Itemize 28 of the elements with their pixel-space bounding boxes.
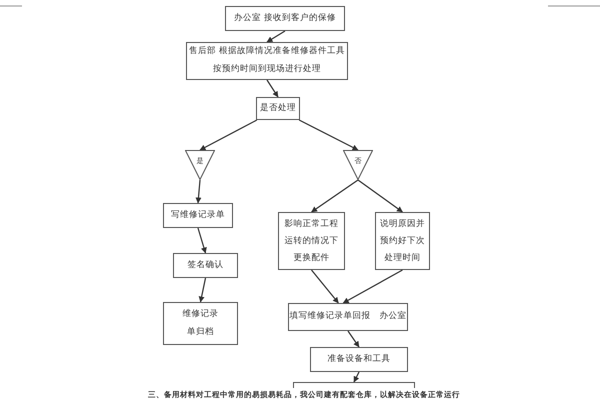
process-box: 维修记录单归档 (163, 302, 238, 345)
arrow (342, 269, 403, 304)
arrow (196, 180, 202, 204)
process-box (293, 382, 415, 388)
box-text: 售后部 根据故障情况准备维修器件工具 (189, 45, 345, 58)
process-box: 影响正常工程运转的情况下更换配件 (278, 212, 345, 270)
box-text: 按预约时间到现场进行处理 (213, 63, 321, 76)
process-box: 签名确认 (173, 253, 238, 278)
process-box: 写维修记录单 (163, 203, 233, 228)
arrow (200, 119, 258, 151)
process-box: 说明原因并预约好下次处理时间 (375, 212, 430, 270)
process-box: 准备设备和工具 (310, 347, 408, 372)
process-box: 填写维修记录单回报 办公室 (288, 303, 408, 331)
arrow (358, 180, 403, 212)
process-box: 是否处理 (256, 97, 300, 120)
decision-triangle (185, 150, 215, 180)
arrow (266, 30, 286, 43)
arrow (266, 80, 278, 98)
arrow (197, 228, 207, 254)
arrow (298, 119, 358, 151)
arrow (353, 372, 360, 382)
decision-triangle (343, 150, 373, 180)
arrow (348, 330, 360, 348)
process-box (186, 42, 348, 80)
arrow (311, 270, 339, 304)
arrow (198, 278, 206, 302)
process-box: 办公室 接收到客户的保修 (225, 6, 345, 31)
arrow (311, 180, 358, 212)
